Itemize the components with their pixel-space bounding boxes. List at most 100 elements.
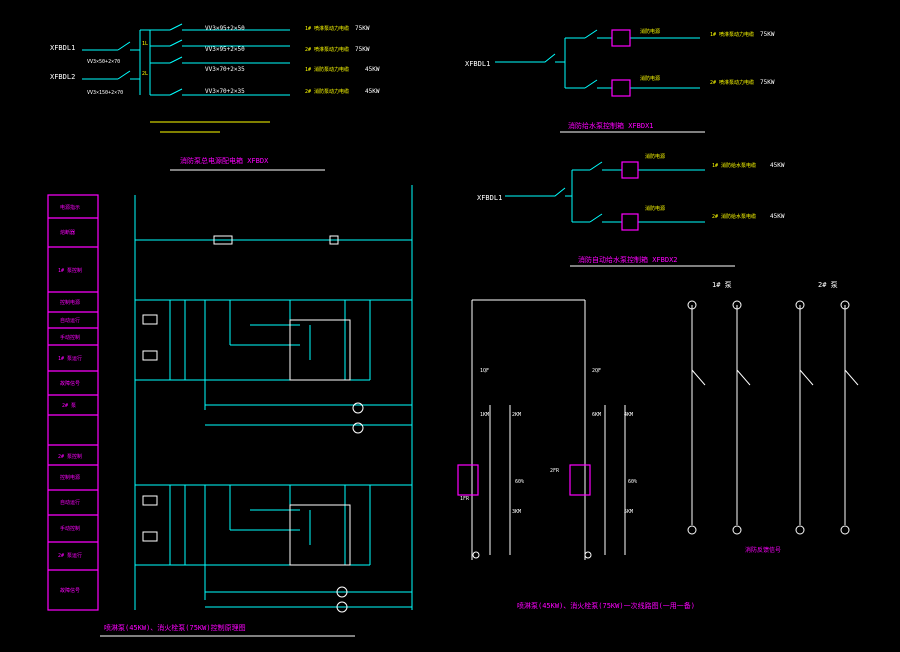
branch-power-2: 75KW (355, 46, 370, 53)
thermal-relay-1 (457, 464, 479, 496)
branch-load-4: 2# 消防泵动力电缆 (305, 88, 349, 95)
left-label-5: 60% (515, 479, 524, 485)
signal-terminal (687, 300, 697, 310)
main-circuit-frame (471, 299, 626, 560)
xfbdx2-branch-label-1: 消防电源 (645, 153, 665, 160)
panel-title-xfbdx2: 消防自动给水泵控制箱 XFBDX2 (578, 255, 678, 264)
left-label-6: 3KM (512, 509, 521, 515)
legend-column: 电源指示 熔断器 1# 泵控制 控制电源 自动运行 手动控制 1# 泵运行 故障… (47, 194, 99, 611)
breaker-tag-2: 2L (142, 71, 148, 77)
main-circuit: 1QF 1KM 2KM 1FR 60% 3KM 2QF 6KM 4KM 2FR … (457, 299, 695, 610)
panel-xfbdx: XFBDL1 XFBDL2 VV3×50+2×70 VV3×150+2×70 1… (50, 23, 380, 171)
pump2-coil-2 (142, 531, 158, 542)
incoming-label-2: XFBDL2 (50, 73, 75, 81)
pump2-relay-block (289, 504, 351, 566)
legend-item: 手动控制 (60, 334, 80, 341)
xfbdx2-load-2: 2# 消防给水泵电缆 (712, 213, 756, 220)
right-label-3: 4KM (624, 412, 633, 418)
breaker-tag-1: 1L (142, 41, 148, 47)
right-label-4: 2FR (550, 468, 560, 474)
branch-load-3: 1# 消防泵动力电缆 (305, 66, 349, 73)
legend-item: 电源指示 (60, 204, 80, 211)
pump1-run-lamp (352, 402, 364, 414)
xfbdx1-load-1: 1# 喷淋泵动力电缆 (710, 31, 754, 38)
xfbdx1-branch-label-1: 消防电源 (640, 28, 660, 35)
xfbdx2-power-2: 45KW (770, 213, 785, 220)
left-label-4: 1FR (460, 496, 470, 502)
incoming-label-1: XFBDL1 (50, 44, 75, 52)
legend-item: 1# 泵控制 (58, 267, 82, 274)
control-circuit: 喷淋泵(45KW)、消火栓泵(75KW)控制原理图 (100, 185, 413, 637)
relay-coil-top (213, 235, 233, 245)
xfbdx2-contactor-box-2 (621, 213, 639, 231)
branch-wires (169, 23, 290, 96)
legend-item: 故障信号 (60, 380, 80, 387)
signal-terminal (795, 525, 805, 535)
branch-cable-1: VV3×95+2×50 (205, 25, 245, 32)
signal-diagram-title: 消防反馈信号 (745, 546, 781, 554)
xfbdx1-branch-label-2: 消防电源 (640, 75, 660, 82)
branch-load-2: 2# 喷淋泵动力电缆 (305, 46, 349, 53)
xfbdx2-branch-label-2: 消防电源 (645, 205, 665, 212)
legend-item: 2# 泵运行 (58, 552, 82, 559)
right-label-1: 2QF (592, 368, 601, 374)
control-diagram-title: 喷淋泵(45KW)、消火栓泵(75KW)控制原理图 (104, 623, 246, 632)
pump1-fault-lamp (352, 422, 364, 434)
left-label-1: 1QF (480, 368, 489, 374)
branch-power-3: 45KW (365, 66, 380, 73)
branch-cable-2: VV3×95+2×50 (205, 46, 245, 53)
branch-cable-3: VV3×70+2×35 (205, 66, 245, 73)
pump1-relay-block (289, 319, 351, 381)
pump1-ladder (135, 299, 412, 426)
pump1-coil-2 (142, 350, 158, 361)
fuse-top (329, 235, 339, 245)
legend-item: 控制电源 (60, 299, 80, 306)
legend-item: 自动运行 (60, 317, 80, 324)
signal-pump1-label: 1# 泵 (712, 281, 732, 289)
pump2-ladder (135, 484, 412, 608)
contactor-box-2 (611, 79, 631, 97)
left-label-3: 2KM (512, 412, 521, 418)
legend-item: 2# 泵 (62, 403, 76, 409)
signal-wires (691, 305, 859, 525)
xfbdx1-power-1: 75KW (760, 31, 775, 38)
legend-item: 自动运行 (60, 499, 80, 506)
incoming-cable-2: VV3×150+2×70 (87, 90, 123, 96)
xfbdx2-contactor-box-1 (621, 161, 639, 179)
right-label-6: 5KM (624, 509, 633, 515)
xfbdx2-power-1: 45KW (770, 162, 785, 169)
signal-terminal (840, 525, 850, 535)
legend-item: 控制电源 (60, 474, 80, 481)
branch-power-1: 75KW (355, 25, 370, 32)
incoming-feeder-wires (82, 29, 170, 96)
signal-terminal (732, 525, 742, 535)
signal-terminal (795, 300, 805, 310)
right-label-2: 6KM (592, 412, 601, 418)
legend-item: 故障信号 (60, 587, 80, 594)
left-label-2: 1KM (480, 412, 489, 418)
xfbdx2-wires (505, 161, 705, 223)
motor-terminal-2 (584, 551, 592, 559)
contactor-box-1 (611, 29, 631, 47)
legend-dividers (48, 217, 98, 571)
incoming-cable-1: VV3×50+2×70 (87, 59, 120, 65)
signal-terminal (732, 300, 742, 310)
legend-item: 熔断器 (60, 229, 75, 236)
xfbdx1-incoming: XFBDL1 (465, 60, 490, 68)
main-circuit-title: 喷淋泵(45KW)、消火栓泵(75KW)一次线路图(一用一备) (517, 601, 695, 610)
xfbdx2-load-1: 1# 消防给水泵电缆 (712, 162, 756, 169)
legend-item: 2# 泵控制 (58, 453, 82, 460)
xfbdx1-load-2: 2# 喷淋泵动力电缆 (710, 79, 754, 86)
pump1-coil-1 (142, 314, 158, 325)
signal-terminal (687, 525, 697, 535)
thermal-relay-2 (569, 464, 591, 496)
branch-power-4: 45KW (365, 88, 380, 95)
motor-terminal-1 (472, 551, 480, 559)
branch-load-1: 1# 喷淋泵动力电缆 (305, 25, 349, 32)
panel-title-xfbdx1: 消防给水泵控制箱 XFBDX1 (568, 121, 654, 130)
signal-diagram: 1# 泵 2# 泵 消防反馈信号 (687, 281, 859, 554)
legend-frame (47, 194, 99, 611)
panel-xfbdx2: XFBDL1 消防电源 消防电源 1# 消防给水泵电缆 2# 消防给水泵电缆 4… (477, 153, 785, 267)
control-rails (134, 185, 413, 610)
